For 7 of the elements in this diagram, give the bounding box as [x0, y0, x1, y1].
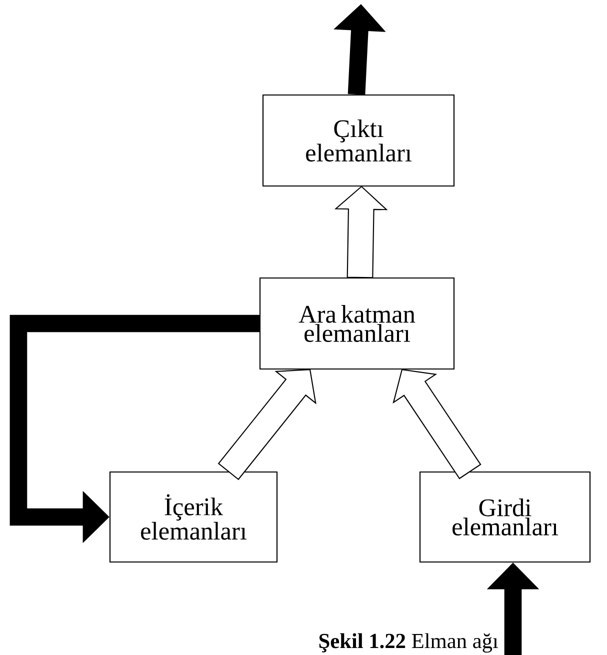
- caption: Şekil 1.22 Elman ağı: [319, 633, 498, 653]
- process-box: Girdi elemanları: [419, 471, 591, 563]
- arrow: [392, 368, 482, 480]
- process-box: İçerik elemanları: [109, 471, 278, 563]
- process-box: Çıktı elemanları: [262, 94, 455, 187]
- process-box: Ara katman elemanları: [259, 277, 455, 370]
- arrow: [334, 186, 388, 278]
